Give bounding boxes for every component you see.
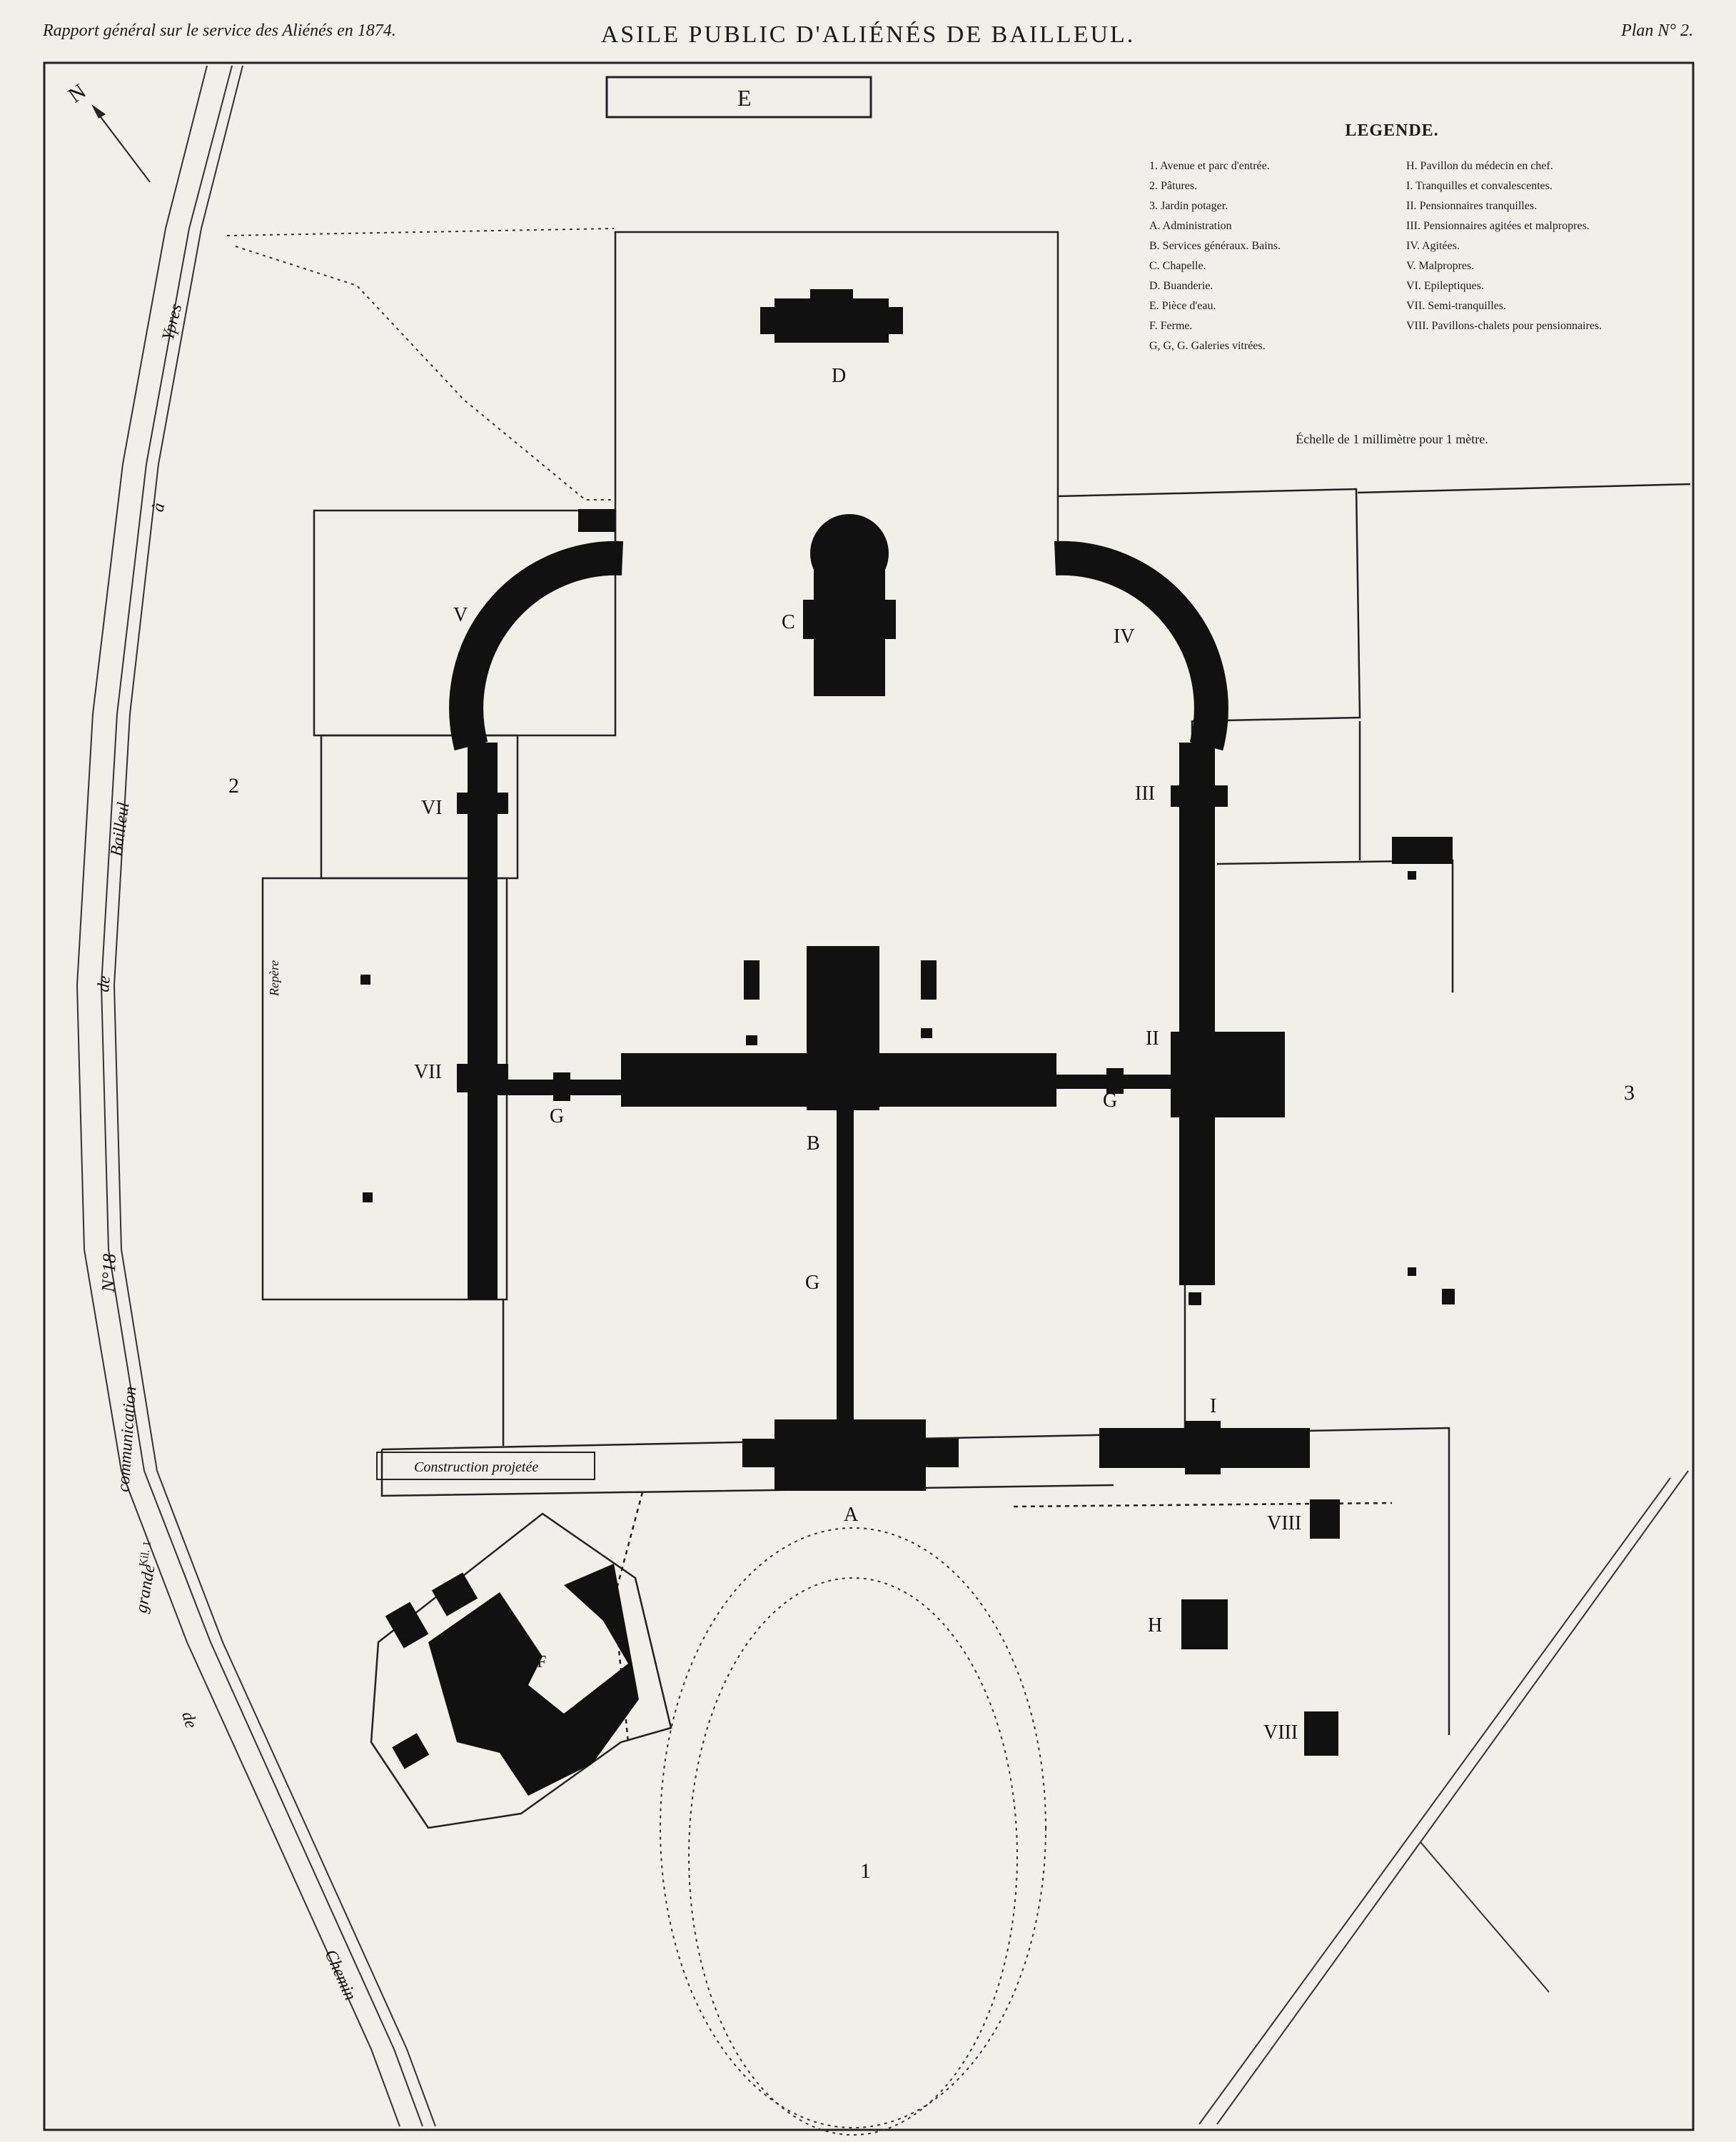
legend-item: V. Malpropres.	[1406, 260, 1475, 272]
label-IV: IV	[1114, 625, 1135, 648]
label-V: V	[453, 604, 468, 626]
plan-title: ASILE PUBLIC D'ALIÉNÉS DE BAILLEUL.	[600, 21, 1136, 48]
report-title: Rapport général sur le service des Alién…	[43, 21, 396, 40]
label-I: I	[1210, 1395, 1216, 1417]
label-A: A	[844, 1504, 859, 1526]
label-2: 2	[228, 774, 239, 798]
plan-labels: E D C V IV VI III VII II G G B G I A VII…	[228, 85, 1635, 1883]
north-label: N	[64, 79, 91, 107]
legend-col-right: H. Pavillon du médecin en chef. I. Tranq…	[1392, 156, 1635, 356]
road-text-de2: de	[94, 975, 114, 992]
plan-frame	[43, 61, 1695, 2131]
legend-item: 2. Pâtures.	[1149, 180, 1198, 192]
construction-label: Construction projetée	[414, 1459, 538, 1475]
north-arrow	[94, 108, 151, 183]
projected-building	[376, 1452, 595, 1480]
legend-item: 3. Jardin potager.	[1149, 200, 1228, 212]
legend: LEGENDE. 1. Avenue et parc d'entrée. 2. …	[1149, 121, 1635, 356]
milestone-label: Kil. 1	[137, 1540, 153, 1568]
legend-item: H. Pavillon du médecin en chef.	[1406, 160, 1553, 172]
legend-item: A. Administration	[1149, 220, 1232, 232]
road-text-communication: communication	[114, 1386, 140, 1492]
legend-item: F. Ferme.	[1149, 320, 1193, 332]
road-lines	[76, 65, 436, 2127]
road-text-a: à	[148, 501, 168, 513]
label-B: B	[807, 1132, 820, 1155]
legend-item: C. Chapelle.	[1149, 260, 1206, 272]
label-VI: VI	[421, 797, 443, 819]
label-1: 1	[860, 1859, 871, 1883]
label-E: E	[737, 85, 752, 111]
legend-title: LEGENDE.	[1345, 121, 1439, 140]
label-VII: VII	[414, 1061, 442, 1083]
buildings	[360, 289, 1455, 1796]
plan-number: Plan N° 2.	[1621, 21, 1693, 40]
legend-item: I. Tranquilles et convalescentes.	[1406, 180, 1553, 192]
label-H: H	[1148, 1614, 1162, 1636]
legend-item: II. Pensionnaires tranquilles.	[1406, 200, 1538, 212]
legend-item: D. Buanderie.	[1149, 280, 1213, 292]
legend-item: VIII. Pavillons-chalets pour pensionnair…	[1406, 320, 1603, 332]
diagonal-paths	[1198, 1470, 1689, 2125]
label-G3: G	[805, 1272, 819, 1294]
water-basin	[605, 76, 872, 119]
label-F: F	[537, 1653, 546, 1671]
legend-item: 1. Avenue et parc d'entrée.	[1149, 160, 1270, 172]
legend-col-left: 1. Avenue et parc d'entrée. 2. Pâtures. …	[1149, 156, 1392, 356]
label-C: C	[782, 611, 795, 633]
legend-item: VII. Semi-tranquilles.	[1406, 300, 1506, 312]
label-G1: G	[550, 1105, 564, 1127]
label-3: 3	[1624, 1081, 1635, 1105]
legend-item: VI. Epileptiques.	[1406, 280, 1484, 292]
label-VIII-2: VIII	[1263, 1721, 1298, 1744]
repere-label: Repère	[267, 960, 281, 997]
legend-item: E. Pièce d'eau.	[1149, 300, 1216, 312]
label-III: III	[1135, 783, 1155, 805]
road-text-de1: de	[178, 1709, 200, 1730]
scale-note: Échelle de 1 millimètre pour 1 mètre.	[1296, 432, 1488, 446]
label-D: D	[832, 365, 846, 387]
legend-columns: 1. Avenue et parc d'entrée. 2. Pâtures. …	[1149, 156, 1635, 356]
legend-item: IV. Agitées.	[1406, 240, 1460, 252]
legend-item: B. Services généraux. Bains.	[1149, 240, 1281, 252]
label-VIII-1: VIII	[1267, 1512, 1301, 1534]
label-G2: G	[1103, 1090, 1117, 1112]
legend-item: G, G, G. Galeries vitrées.	[1149, 340, 1266, 352]
road-text-n18: N°18	[98, 1253, 120, 1293]
north-arrowhead	[91, 104, 106, 119]
legend-item: III. Pensionnaires agitées et malpropres…	[1406, 220, 1590, 232]
farm-enclosure	[370, 1512, 672, 1829]
road-text-grande: grande	[132, 1563, 158, 1614]
label-II: II	[1146, 1027, 1159, 1050]
road-text-chemin: Chemin	[321, 1947, 360, 2003]
dotted-paths	[226, 228, 1046, 2136]
